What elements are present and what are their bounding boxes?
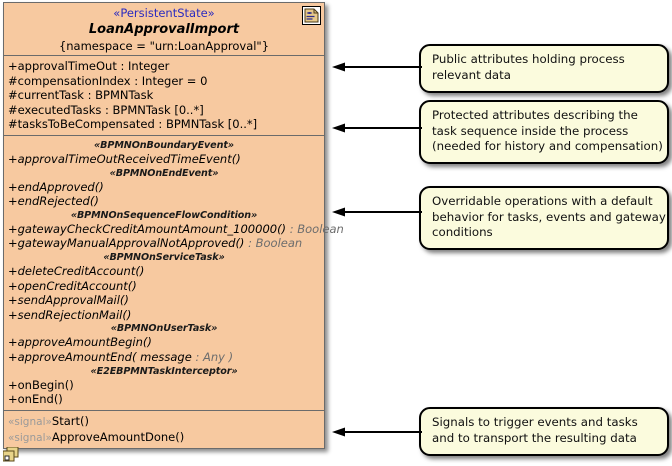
- operation-signature: +approveAmountEnd( message: [8, 349, 192, 364]
- signal-name: ApproveAmountDone(): [51, 429, 185, 444]
- operation-row[interactable]: +endApproved(): [4, 180, 324, 195]
- operation-signature: +sendApprovalMail(): [8, 293, 129, 308]
- operation-group-stereotype: «E2EBPMNTaskInterceptor»: [90, 365, 238, 377]
- operation-signature: +gatewayCheckCreditAmountAmount_100000(): [8, 221, 287, 236]
- attribute-row[interactable]: #compensationIndex : Integer = 0: [8, 73, 208, 88]
- component-stack-icon[interactable]: [2, 446, 19, 462]
- class-namespace-tag: {namespace = "urn:LoanApproval"}: [58, 39, 270, 53]
- uml-class-box[interactable]: «PersistentState» LoanApprovalImport {na…: [3, 2, 344, 449]
- signals-compartment: «signal»Start()«signal»ApproveAmountDone…: [4, 409, 324, 449]
- note-line: Public attributes holding process: [432, 52, 625, 66]
- signal-stereotype: «signal»: [8, 431, 52, 444]
- operations-compartment: «BPMNOnBoundaryEvent»+approvalTimeOutRec…: [4, 134, 344, 410]
- operation-signature: +approveAmountBegin(): [8, 335, 152, 350]
- note-line: Overridable operations with a default: [432, 194, 653, 208]
- attributes-compartment: +approvalTimeOut : Integer#compensationI…: [4, 55, 324, 135]
- arrow-to-protected-attributes: [332, 122, 422, 134]
- note-line: (needed for history and compensation): [432, 139, 663, 154]
- operation-signature: +openCreditAccount(): [8, 278, 137, 293]
- operation-row[interactable]: +approvalTimeOutReceivedTimeEvent(): [4, 152, 324, 167]
- operation-signature: +sendRejectionMail(): [8, 307, 132, 322]
- signal-stereotype: «signal»: [8, 415, 52, 428]
- operation-row[interactable]: +openCreditAccount(): [4, 279, 324, 294]
- note-line: task sequence inside the process: [432, 123, 629, 138]
- signal-row[interactable]: «signal»Start(): [4, 414, 324, 430]
- operation-row[interactable]: +onBegin(): [4, 378, 324, 393]
- operation-row[interactable]: +deleteCreditAccount(): [4, 264, 324, 279]
- operation-signature: +onBegin(): [8, 377, 74, 392]
- operation-signature: +approvalTimeOutReceivedTimeEvent(): [8, 151, 241, 166]
- note-signals[interactable]: Signals to trigger events and tasks and …: [419, 407, 669, 456]
- class-name: LoanApprovalImport: [88, 22, 240, 37]
- operation-group-stereotype: «BPMNOnEndEvent»: [109, 167, 219, 179]
- operation-row[interactable]: +endRejected(): [4, 194, 324, 209]
- operation-signature: +onEnd(): [8, 392, 63, 407]
- class-stereotype: «PersistentState»: [113, 6, 215, 20]
- class-header: «PersistentState» LoanApprovalImport {na…: [4, 3, 324, 55]
- attribute-row[interactable]: #currentTask : BPMNTask: [8, 88, 154, 103]
- note-line: relevant data: [432, 67, 512, 82]
- arrow-to-signals: [332, 426, 422, 438]
- operation-group-stereotype: «BPMNOnUserTask»: [110, 323, 218, 335]
- note-line: Signals to trigger events and tasks: [432, 415, 638, 429]
- signal-name: Start(): [51, 413, 89, 428]
- operation-row[interactable]: +gatewayCheckCreditAmountAmount_100000()…: [4, 221, 344, 237]
- operation-return-type: : Boolean: [286, 221, 344, 236]
- note-line: Protected attributes describing the: [432, 108, 638, 122]
- signal-row[interactable]: «signal»ApproveAmountDone(): [4, 430, 324, 446]
- operation-row[interactable]: +approveAmountBegin(): [4, 335, 324, 350]
- attribute-row[interactable]: #tasksToBeCompensated : BPMNTask [0..*]: [8, 117, 258, 132]
- note-public-attributes[interactable]: Public attributes holding process releva…: [419, 44, 669, 93]
- operation-group-stereotype: «BPMNOnBoundaryEvent»: [94, 139, 234, 151]
- operation-signature: +endApproved(): [8, 179, 104, 194]
- operation-signature: +deleteCreditAccount(): [8, 263, 145, 278]
- note-protected-attributes[interactable]: Protected attributes describing the task…: [419, 100, 669, 164]
- operation-return-type: : Boolean: [244, 236, 303, 251]
- note-overridable-operations[interactable]: Overridable operations with a default be…: [419, 186, 669, 250]
- note-line: behavior for tasks, events and gateway: [432, 209, 666, 224]
- operation-signature: +endRejected(): [8, 194, 99, 209]
- class-document-icon[interactable]: [302, 6, 321, 25]
- operation-row[interactable]: +onEnd(): [4, 392, 324, 407]
- operation-return-type: : Any ): [191, 349, 234, 364]
- note-line: conditions: [432, 225, 493, 240]
- attribute-row[interactable]: +approvalTimeOut : Integer: [8, 59, 170, 73]
- note-line: and to transport the resulting data: [432, 430, 637, 445]
- arrow-to-public-attributes: [332, 61, 422, 73]
- arrow-to-operations: [332, 206, 422, 218]
- operation-row[interactable]: +sendRejectionMail(): [4, 308, 324, 323]
- operation-group-stereotype: «BPMNOnSequenceFlowCondition»: [70, 209, 258, 221]
- attribute-row[interactable]: #executedTasks : BPMNTask [0..*]: [8, 102, 204, 117]
- operation-signature: +gatewayManualApprovalNotApproved(): [8, 236, 245, 251]
- operation-row[interactable]: +sendApprovalMail(): [4, 293, 324, 308]
- operation-group-stereotype: «BPMNOnServiceTask»: [103, 251, 225, 263]
- operation-row[interactable]: +gatewayManualApprovalNotApproved() : Bo…: [4, 236, 324, 251]
- operation-row[interactable]: +approveAmountEnd( message : Any ): [4, 350, 324, 365]
